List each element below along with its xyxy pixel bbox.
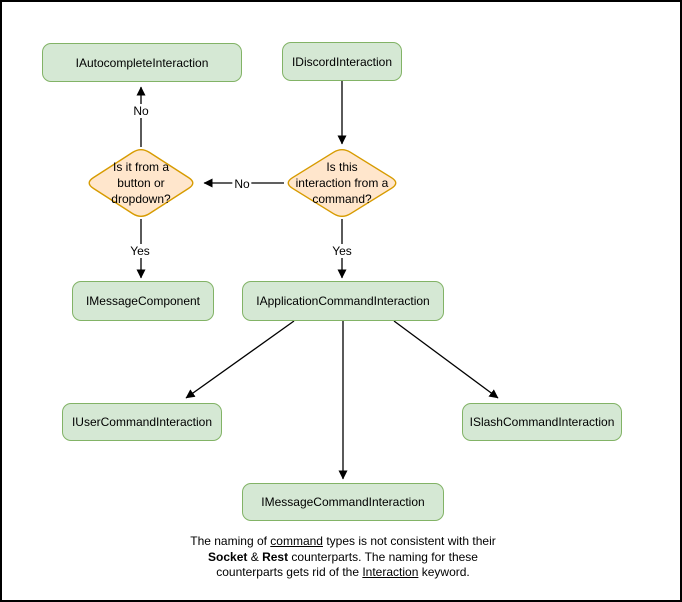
edge-label-no-top: No [131,104,151,118]
decision-command-shape [287,148,397,218]
caption-line-3: counterparts gets rid of the Interaction… [2,565,680,581]
caption-note: The naming of command types is not consi… [2,534,680,581]
node-user-command-interaction: IUserCommandInteraction [62,403,222,441]
node-label: IMessageCommandInteraction [261,495,425,509]
decision-component-shape [88,149,194,217]
node-label: ISlashCommandInteraction [469,415,615,429]
edge-label-no-middle: No [232,177,252,191]
edge-application-to-user-command [185,320,295,399]
decision-component-label: Is it from a button or dropdown? [111,160,171,206]
caption-underlined-interaction: Interaction [362,565,419,579]
node-slash-command-interaction: ISlashCommandInteraction [462,403,622,441]
caption-line-1: The naming of command types is not consi… [2,534,680,550]
edge-label-yes-left: Yes [128,244,152,258]
node-message-component: IMessageComponent [72,281,214,321]
node-application-command-interaction: IApplicationCommandInteraction [242,281,444,321]
caption-text: The naming of [190,534,271,548]
caption-text: types is not consistent with their [322,534,496,548]
caption-bold-socket: Socket [208,549,248,564]
caption-text: counterparts. The naming for these [288,549,478,564]
edge-application-to-slash-command [393,320,499,399]
node-label: IUserCommandInteraction [71,415,213,429]
node-label: IAutocompleteInteraction [75,55,209,70]
node-label: IApplicationCommandInteraction [256,294,430,308]
node-label: IDiscordInteraction [291,54,393,69]
caption-bold-rest: Rest [262,549,289,564]
caption-underlined-command: command [270,534,323,548]
caption-line-2: Socket & Rest counterparts. The naming f… [2,549,680,566]
node-label: IMessageComponent [85,294,201,308]
node-message-command-interaction: IMessageCommandInteraction [242,483,444,521]
edge-label-yes-right: Yes [330,244,354,258]
node-autocomplete-interaction: IAutocompleteInteraction [42,43,242,82]
caption-text: & [247,549,263,564]
caption-text: keyword. [418,565,470,579]
node-discord-interaction: IDiscordInteraction [282,42,402,81]
decision-command-label: Is this interaction from a command? [295,160,389,206]
caption-text: counterparts gets rid of the [216,565,363,579]
